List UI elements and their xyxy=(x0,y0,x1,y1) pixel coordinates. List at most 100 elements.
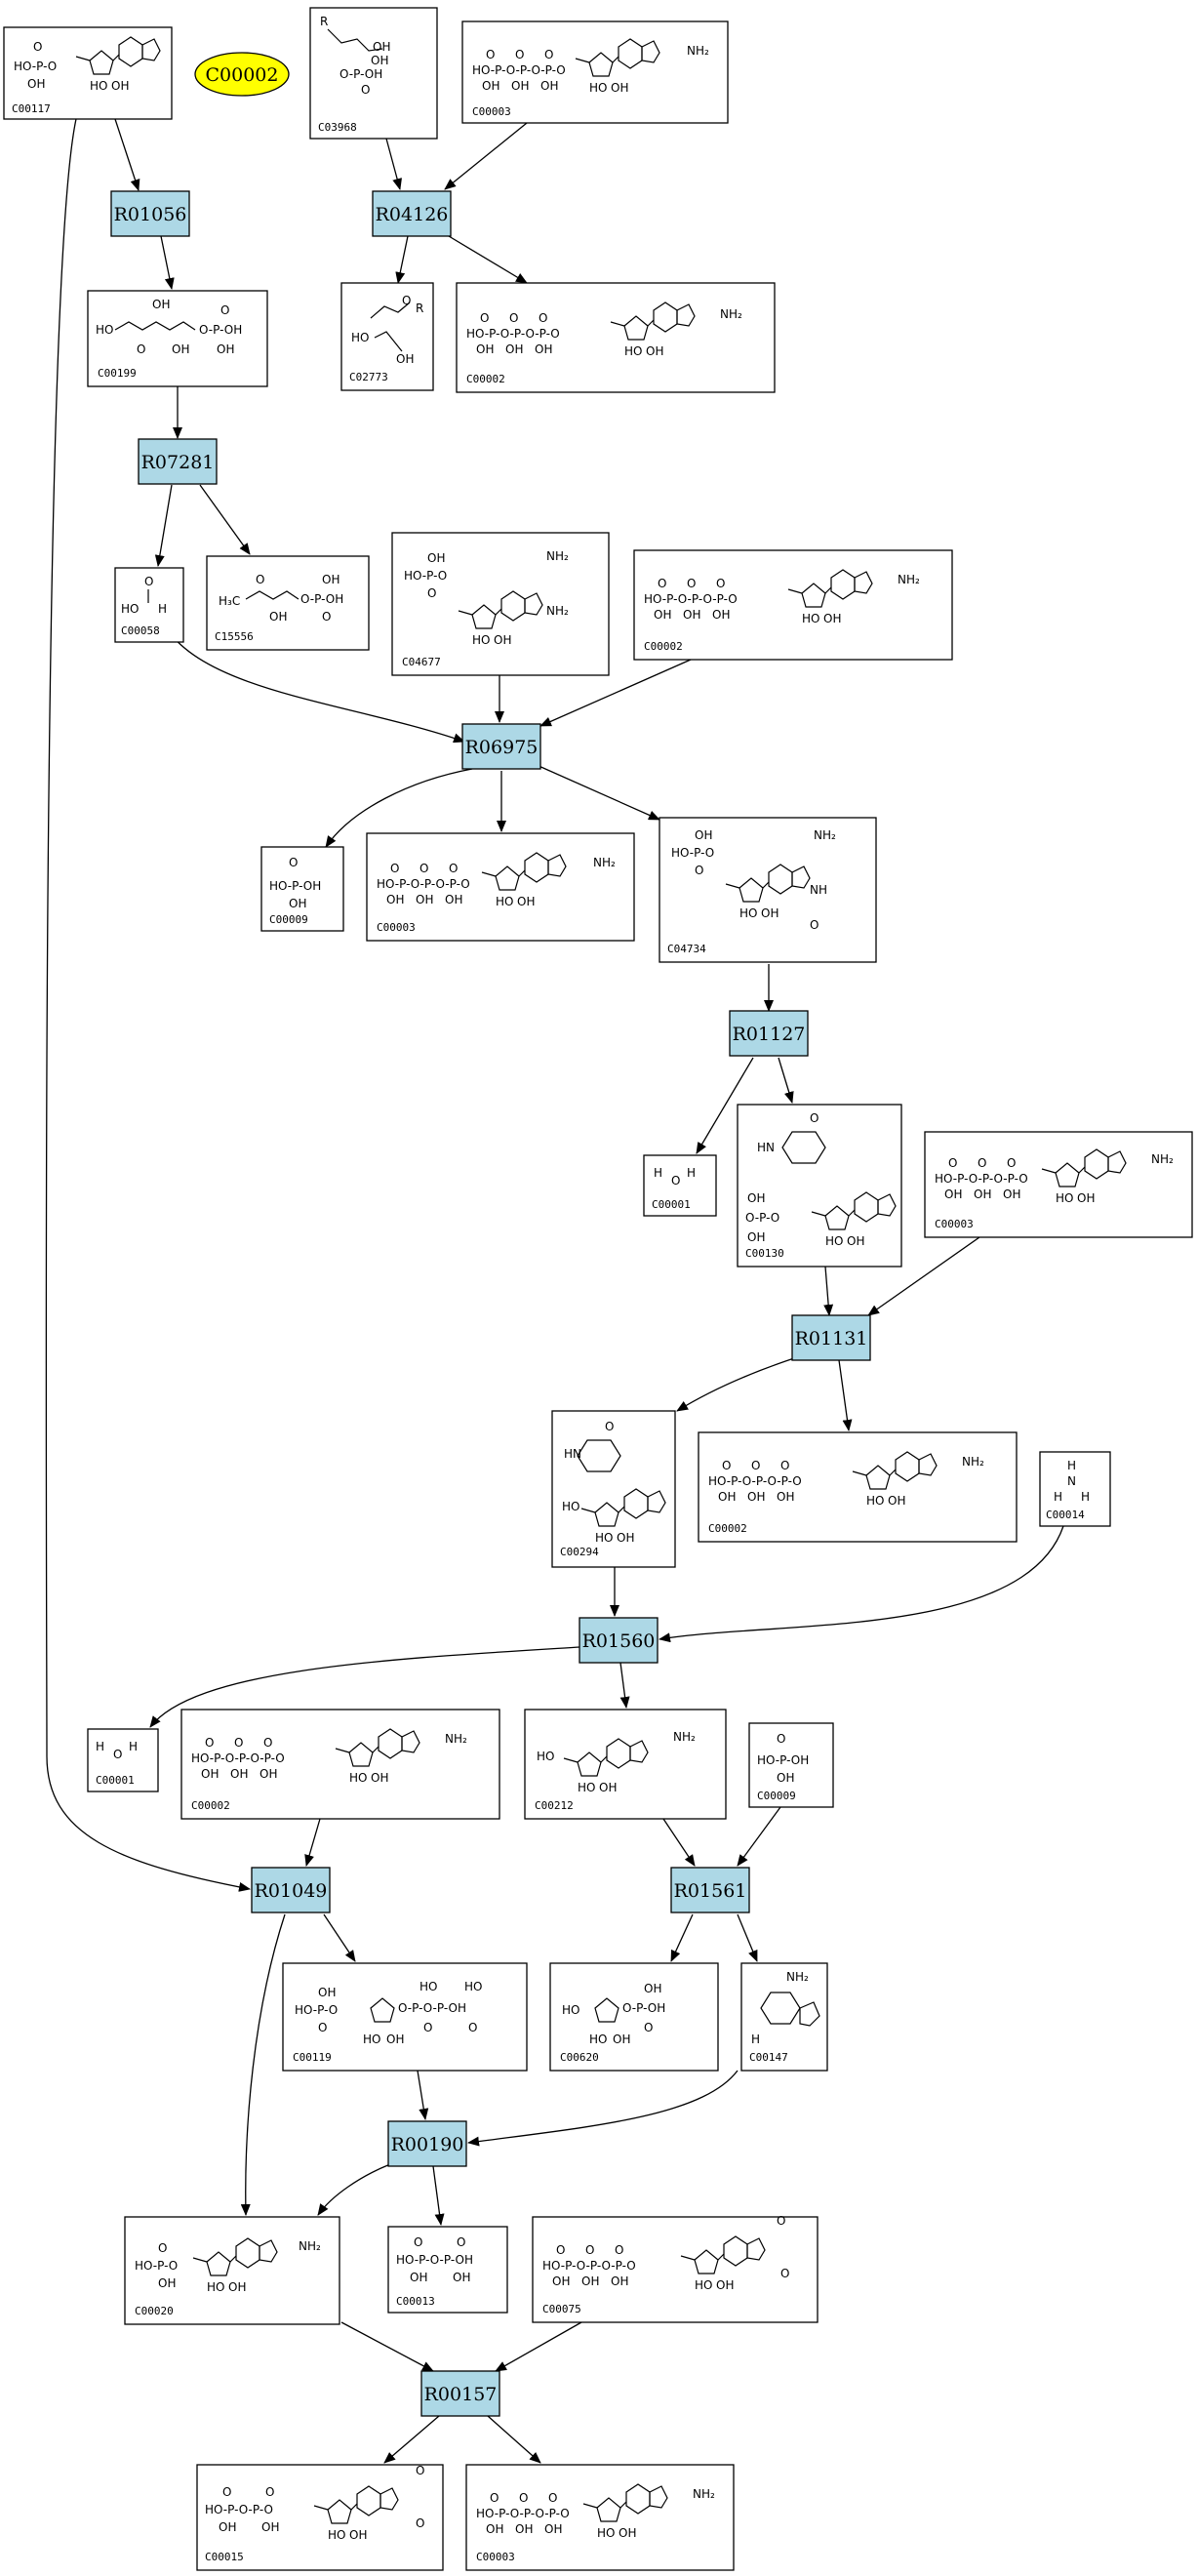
svg-text:C00147: C00147 xyxy=(749,2051,788,2064)
compound-c04677[interactable]: HO-P-O OH O NH₂ NH₂ C04677 xyxy=(391,532,610,676)
svg-text:OH: OH xyxy=(322,573,339,586)
compound-c00015[interactable]: HO-P-O-P-O O O OH OH O O C00015 xyxy=(196,2464,444,2571)
svg-text:O: O xyxy=(222,2485,231,2499)
svg-text:O: O xyxy=(33,40,42,54)
compound-c00294[interactable]: O HN HO C00294 xyxy=(551,1410,676,1568)
reaction-r01127[interactable]: R01127 xyxy=(729,1010,809,1057)
edge-r01561-c00147 xyxy=(737,1913,758,1962)
pathway-title[interactable]: C00002 xyxy=(194,52,290,97)
compound-c00212[interactable]: HO NH₂ C00212 xyxy=(524,1709,727,1820)
svg-text:HO-P-O: HO-P-O xyxy=(295,2003,338,2017)
compound-c00058[interactable]: O HO H C00058 xyxy=(114,567,184,643)
reaction-r01056[interactable]: R01056 xyxy=(110,190,190,237)
svg-text:O: O xyxy=(414,2235,422,2249)
edge-c00003c-r01131 xyxy=(867,1236,980,1316)
compound-c00075[interactable]: O O C00075 xyxy=(532,2214,819,2323)
edge-r01127-c00001a xyxy=(696,1057,754,1154)
svg-text:OH: OH xyxy=(27,77,45,91)
reaction-r01131[interactable]: R01131 xyxy=(791,1314,871,1361)
svg-text:HO: HO xyxy=(562,2003,579,2017)
edge-r06975-c04734 xyxy=(536,764,660,821)
compound-c15556[interactable]: H₃C O OH O-P-OH OH O C15556 xyxy=(206,555,370,651)
svg-text:C00013: C00013 xyxy=(396,2295,435,2308)
svg-text:C00003: C00003 xyxy=(935,1218,974,1230)
edge-r04126-c02773 xyxy=(395,235,409,284)
svg-text:HO: HO xyxy=(464,1980,482,1993)
compound-c00003-top[interactable]: NH₂ C00003 xyxy=(461,20,729,124)
compound-c00003-d[interactable]: NH₂ C00003 xyxy=(465,2464,735,2571)
edge-c00002b-r06975 xyxy=(539,659,692,727)
svg-text:OH: OH xyxy=(371,54,388,67)
svg-text:N: N xyxy=(1067,1474,1076,1488)
compound-c00620[interactable]: HO O-P-OH OH O HO OH C00620 xyxy=(549,1962,719,2072)
svg-text:HO-P-O-P-O: HO-P-O-P-O xyxy=(205,2503,273,2516)
reaction-r01560[interactable]: R01560 xyxy=(579,1617,659,1664)
svg-text:H: H xyxy=(687,1166,696,1180)
svg-text:R01131: R01131 xyxy=(795,1328,868,1349)
compound-c00020[interactable]: HO-P-O O OH NH₂ C00020 xyxy=(124,2216,340,2325)
edge-r01131-c00002c xyxy=(838,1359,853,1431)
compound-c00009-b[interactable]: O HO-P-OH OH C00009 xyxy=(748,1722,834,1808)
svg-text:H: H xyxy=(96,1740,104,1753)
reaction-r00157[interactable]: R00157 xyxy=(420,2370,500,2417)
svg-text:OH: OH xyxy=(427,551,445,565)
svg-text:NH₂: NH₂ xyxy=(299,2239,321,2253)
svg-text:O: O xyxy=(158,2241,167,2255)
svg-text:R01049: R01049 xyxy=(255,1880,328,1902)
svg-text:NH₂: NH₂ xyxy=(720,307,742,321)
compound-c00002-d[interactable]: NH₂ C00002 xyxy=(180,1709,500,1820)
compound-c00117[interactable]: HO-P-O O OH C00117 xyxy=(3,26,173,120)
compound-c00147[interactable]: NH₂ H C00147 xyxy=(740,1962,828,2072)
compound-c00013[interactable]: HO-P-O-P-OH O O OH OH C00013 xyxy=(387,2226,508,2314)
reaction-r01561[interactable]: R01561 xyxy=(670,1867,750,1913)
svg-text:O: O xyxy=(220,303,229,317)
svg-text:C00001: C00001 xyxy=(652,1198,691,1211)
reaction-r01049[interactable]: R01049 xyxy=(251,1867,331,1913)
compound-c04734[interactable]: HO-P-O OH O NH₂ NH O C04734 xyxy=(659,817,877,963)
svg-text:O: O xyxy=(322,610,331,624)
svg-text:O: O xyxy=(113,1748,122,1761)
compound-c00003-c[interactable]: NH₂ C00003 xyxy=(924,1131,1193,1238)
svg-text:HO-P-OH: HO-P-OH xyxy=(269,879,321,893)
compound-c00001-a[interactable]: H O H C00001 xyxy=(643,1154,717,1217)
compound-c03968[interactable]: R OH O-P-OH OH O C03968 xyxy=(309,7,438,140)
svg-text:H: H xyxy=(1054,1490,1062,1504)
svg-text:OH: OH xyxy=(747,1191,765,1205)
edge-r01561-c00620 xyxy=(670,1913,694,1962)
svg-text:O: O xyxy=(318,2021,327,2034)
reaction-r06975[interactable]: R06975 xyxy=(461,723,541,770)
edge-r00190-c00013 xyxy=(432,2165,445,2226)
reaction-r00190[interactable]: R00190 xyxy=(387,2120,467,2167)
edge-r00157-c00003d xyxy=(487,2415,541,2464)
compound-c00199[interactable]: HO OH O OH O-P-OH O OH C00199 xyxy=(87,290,268,387)
svg-text:O: O xyxy=(416,2464,424,2477)
compound-c00002-c[interactable]: NH₂ C00002 xyxy=(698,1431,1018,1543)
compound-c00014[interactable]: H N H H C00014 xyxy=(1039,1451,1111,1527)
compound-c02773[interactable]: O R HO OH C02773 xyxy=(340,282,434,391)
compound-c00001-b[interactable]: H O H C00001 xyxy=(87,1728,159,1792)
reaction-r07281[interactable]: R07281 xyxy=(138,438,218,485)
reaction-r04126[interactable]: R04126 xyxy=(372,190,452,237)
svg-text:NH₂: NH₂ xyxy=(593,856,616,869)
svg-text:C00130: C00130 xyxy=(745,1247,784,1260)
svg-text:C00058: C00058 xyxy=(121,624,160,637)
edge-r04126-c00002a xyxy=(448,235,528,284)
svg-text:H: H xyxy=(158,602,167,616)
svg-text:HO-P-O: HO-P-O xyxy=(671,846,714,860)
edge-r01131-c00294 xyxy=(676,1357,795,1412)
compound-c00130[interactable]: O HN OH O-P-O OH C00130 xyxy=(737,1104,902,1268)
compound-c00119[interactable]: HO-P-O OH O O-P-O-P-OH HO HO O O HO OH C… xyxy=(282,1962,528,2072)
compound-c00002-b[interactable]: NH₂ C00002 xyxy=(633,549,953,661)
svg-text:C00117: C00117 xyxy=(12,102,51,115)
svg-text:HO: HO xyxy=(363,2033,380,2046)
compound-c00003-b[interactable]: NH₂ C00003 xyxy=(366,832,635,942)
edge-r01056-c00199 xyxy=(160,235,175,290)
svg-text:OH: OH xyxy=(318,1986,336,1999)
edge-c00002d-r01049 xyxy=(304,1818,321,1867)
compound-c00009-a[interactable]: O HO-P-OH OH C00009 xyxy=(260,846,344,932)
compound-c00002-a[interactable]: NH₂ C00002 xyxy=(456,282,776,393)
svg-text:OH: OH xyxy=(289,897,306,910)
svg-text:NH₂: NH₂ xyxy=(786,1970,809,1984)
svg-text:OH: OH xyxy=(410,2271,427,2284)
svg-text:HO: HO xyxy=(121,602,139,616)
